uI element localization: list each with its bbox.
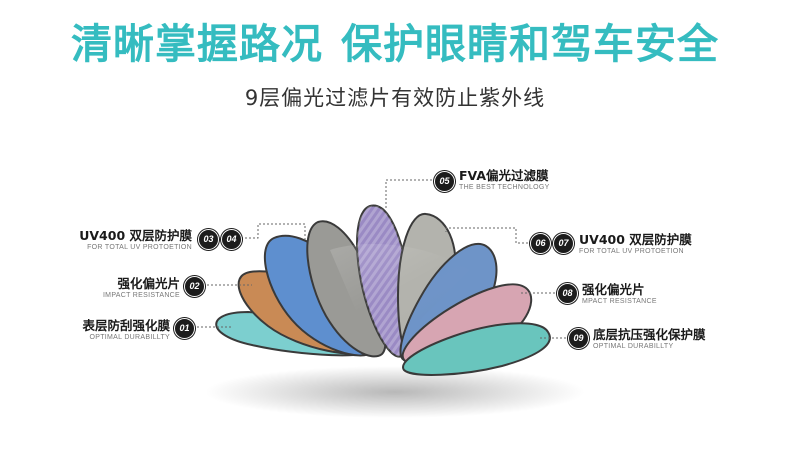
layer-sub: FOR TOTAL UV PROTOETION (579, 248, 684, 255)
headline-part-2: 保护眼睛和驾车安全 (341, 20, 719, 68)
layer-label-01: 表层防刮强化膜 OPTIMAL DURABILLTY (70, 318, 170, 342)
layer-label-03-04: UV400 双层防护膜 FOR TOTAL UV PROTOETION (60, 228, 192, 252)
headline-part-1: 清晰掌握路况 (71, 20, 323, 68)
subheadline: 9层偏光过滤片有效防止紫外线 (244, 86, 546, 110)
layer-label-02: 强化偏光片 IMPACT RESISTANCE (82, 276, 180, 300)
layer-label-09: 底层抗压强化保护膜 OPTIMAL DURABILLTY (593, 327, 706, 351)
layer-label-08: 强化偏光片 MPACT RESISTANCE (582, 282, 657, 306)
layer-name: 表层防刮强化膜 (82, 318, 170, 333)
callout-line-05 (385, 179, 432, 210)
lens-sheen (330, 244, 470, 320)
layer-sub: MPACT RESISTANCE (582, 298, 657, 305)
layer-badge-05: 05 (434, 171, 455, 192)
layer-name: UV400 双层防护膜 (579, 232, 692, 247)
layer-badge-07: 07 (553, 233, 574, 254)
lens-09 (402, 322, 551, 376)
layer-sub: IMPACT RESISTANCE (102, 292, 180, 299)
layer-badge-04: 04 (221, 229, 242, 250)
layer-name: 底层抗压强化保护膜 (593, 327, 706, 342)
layer-badge-01: 01 (174, 318, 195, 339)
layer-name: 强化偏光片 (117, 276, 180, 291)
layer-badge-09: 09 (568, 328, 589, 349)
layer-sub: THE BEST TECHNOLOGY (459, 184, 550, 191)
layer-sub: OPTIMAL DURABILLTY (593, 343, 674, 350)
layer-label-06-07: UV400 双层防护膜 FOR TOTAL UV PROTOETION (579, 232, 692, 256)
layer-label-05: FVA偏光过滤膜 THE BEST TECHNOLOGY (459, 168, 550, 192)
layer-badge-02: 02 (184, 276, 205, 297)
layer-badge-03: 03 (198, 229, 219, 250)
headline: 清晰掌握路况保护眼睛和驾车安全 (0, 10, 790, 70)
layer-name: 强化偏光片 (582, 282, 645, 297)
layer-sub: OPTIMAL DURABILLTY (89, 334, 170, 341)
callout-line-06-07 (445, 227, 528, 244)
layer-sub: FOR TOTAL UV PROTOETION (87, 244, 192, 251)
layer-badge-08: 08 (557, 283, 578, 304)
layer-name: UV400 双层防护膜 (79, 228, 192, 243)
layer-name: FVA偏光过滤膜 (459, 168, 549, 183)
layer-badge-06: 06 (530, 233, 551, 254)
fan-shadow (205, 366, 585, 418)
